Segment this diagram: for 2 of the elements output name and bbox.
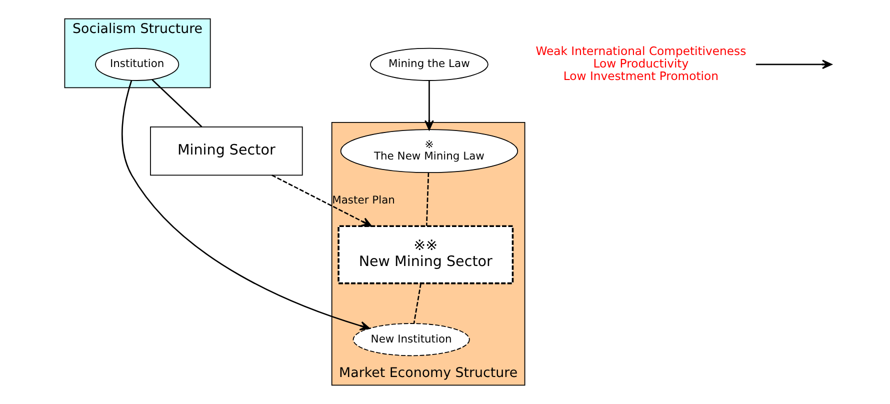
- edge-label: Master Plan: [332, 193, 395, 206]
- node-text: Weak International Competitiveness Low Productivity Low Investment Promotion: [536, 44, 746, 83]
